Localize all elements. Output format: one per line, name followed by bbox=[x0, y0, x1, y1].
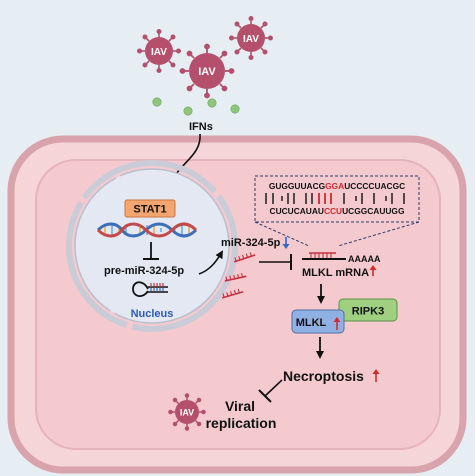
virus-small-1: IAV bbox=[136, 28, 181, 73]
necroptosis-inhibit-line bbox=[264, 379, 283, 397]
virus-small-2: IAV bbox=[228, 15, 273, 60]
mlkl-box bbox=[291, 309, 345, 334]
export-arrow bbox=[198, 250, 224, 275]
virus-in-cell: IAV bbox=[168, 393, 206, 431]
mature-mirna-3 bbox=[221, 288, 244, 299]
virus-large: IAV bbox=[179, 43, 235, 99]
stat1-label: STAT1 bbox=[133, 204, 166, 216]
nucleus-envelope-outer bbox=[66, 160, 238, 332]
virus-label: IAV bbox=[180, 408, 194, 418]
nucleus-envelope bbox=[74, 168, 230, 324]
necroptosis-inhibit-bar bbox=[258, 389, 272, 403]
mir-down-arrow bbox=[282, 237, 290, 249]
pre-mir-hairpin bbox=[132, 281, 168, 297]
mrna-up-arrow bbox=[369, 265, 377, 276]
ripk3-label: RIPK3 bbox=[352, 306, 384, 318]
poly-a-tail: AAAAA bbox=[348, 254, 381, 264]
virus-label: IAV bbox=[151, 47, 167, 58]
sequence-box bbox=[254, 175, 420, 223]
mir-label: miR-324-5p bbox=[221, 237, 281, 249]
viral-label: Viral bbox=[225, 398, 255, 414]
mlkl-up-arrow bbox=[333, 317, 341, 330]
sequence-top: GUGGUUACGGGAUCCCCUACGC bbox=[269, 181, 405, 191]
mlkl-mrna-strand bbox=[302, 252, 346, 260]
ifn-molecules bbox=[152, 97, 240, 116]
virus-label: IAV bbox=[243, 34, 259, 45]
mature-mirna-1 bbox=[233, 252, 256, 263]
replication-label: replication bbox=[206, 415, 277, 431]
base-pair-lines bbox=[265, 193, 405, 204]
stat1-box bbox=[124, 199, 176, 218]
sequence-bottom: CUCUCAUAUCCUUCGGCAUUGG bbox=[270, 206, 405, 216]
callout-line-right bbox=[337, 221, 420, 247]
mature-mirna-2 bbox=[224, 273, 247, 282]
necroptosis-up-arrow bbox=[372, 369, 380, 382]
dna-helix bbox=[96, 222, 198, 238]
virus-label: IAV bbox=[198, 66, 216, 78]
ifn-label: IFNs bbox=[189, 121, 213, 133]
nucleus-label: Nucleus bbox=[131, 308, 174, 320]
pre-mir-label: pre-miR-324-5p bbox=[104, 265, 184, 277]
necroptosis-label: Necroptosis bbox=[283, 368, 364, 384]
mlkl-mrna-label: MLKL mRNA bbox=[302, 267, 369, 279]
mlkl-label: MLKL bbox=[296, 317, 327, 329]
